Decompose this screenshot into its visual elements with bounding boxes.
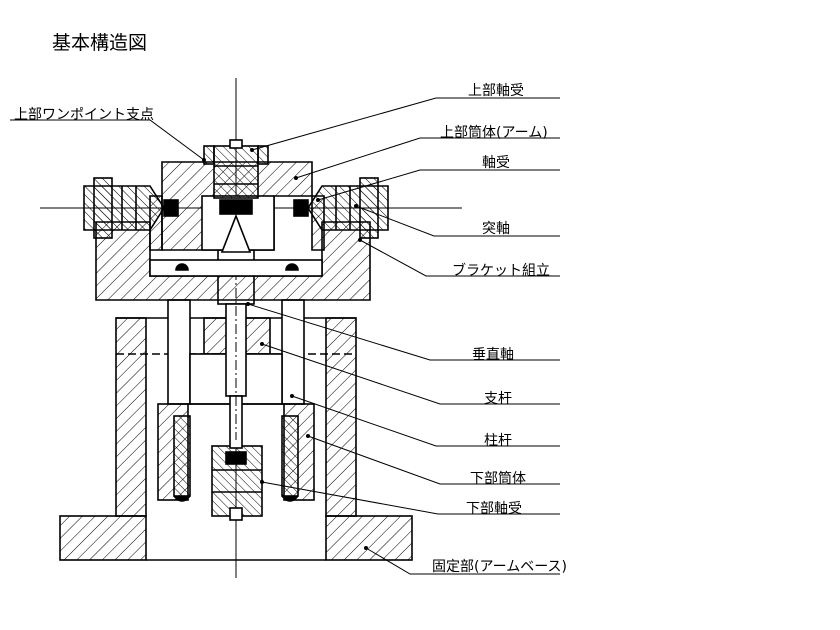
lower-bearing — [211, 445, 263, 521]
label-upper-tube: 上部筒体(アーム) — [440, 125, 548, 141]
label-upper-bearing: 上部軸受 — [468, 83, 524, 99]
lower-tube — [157, 403, 315, 502]
label-support-rod: 支杆 — [484, 391, 512, 407]
leader-dots — [202, 148, 368, 550]
label-protruding-shaft: 突軸 — [482, 221, 510, 237]
diagram-title: 基本構造図 — [52, 32, 148, 54]
upper-bearing — [203, 139, 269, 199]
label-lower-bearing: 下部軸受 — [466, 501, 522, 517]
label-lower-tube: 下部筒体 — [470, 471, 526, 487]
label-bracket-assembly: ブラケット組立 — [452, 263, 550, 279]
leader-lines — [10, 97, 560, 575]
left-pivot-bearing — [83, 177, 179, 239]
label-vertical-shaft: 垂直軸 — [472, 347, 514, 363]
protruding-shaft — [219, 199, 253, 253]
label-top-pivot: 上部ワンポイント支点 — [14, 107, 154, 123]
label-fixed-part: 固定部(アームベース) — [432, 559, 567, 575]
label-column-rod: 柱杆 — [484, 433, 512, 449]
label-bearing: 軸受 — [482, 155, 510, 171]
